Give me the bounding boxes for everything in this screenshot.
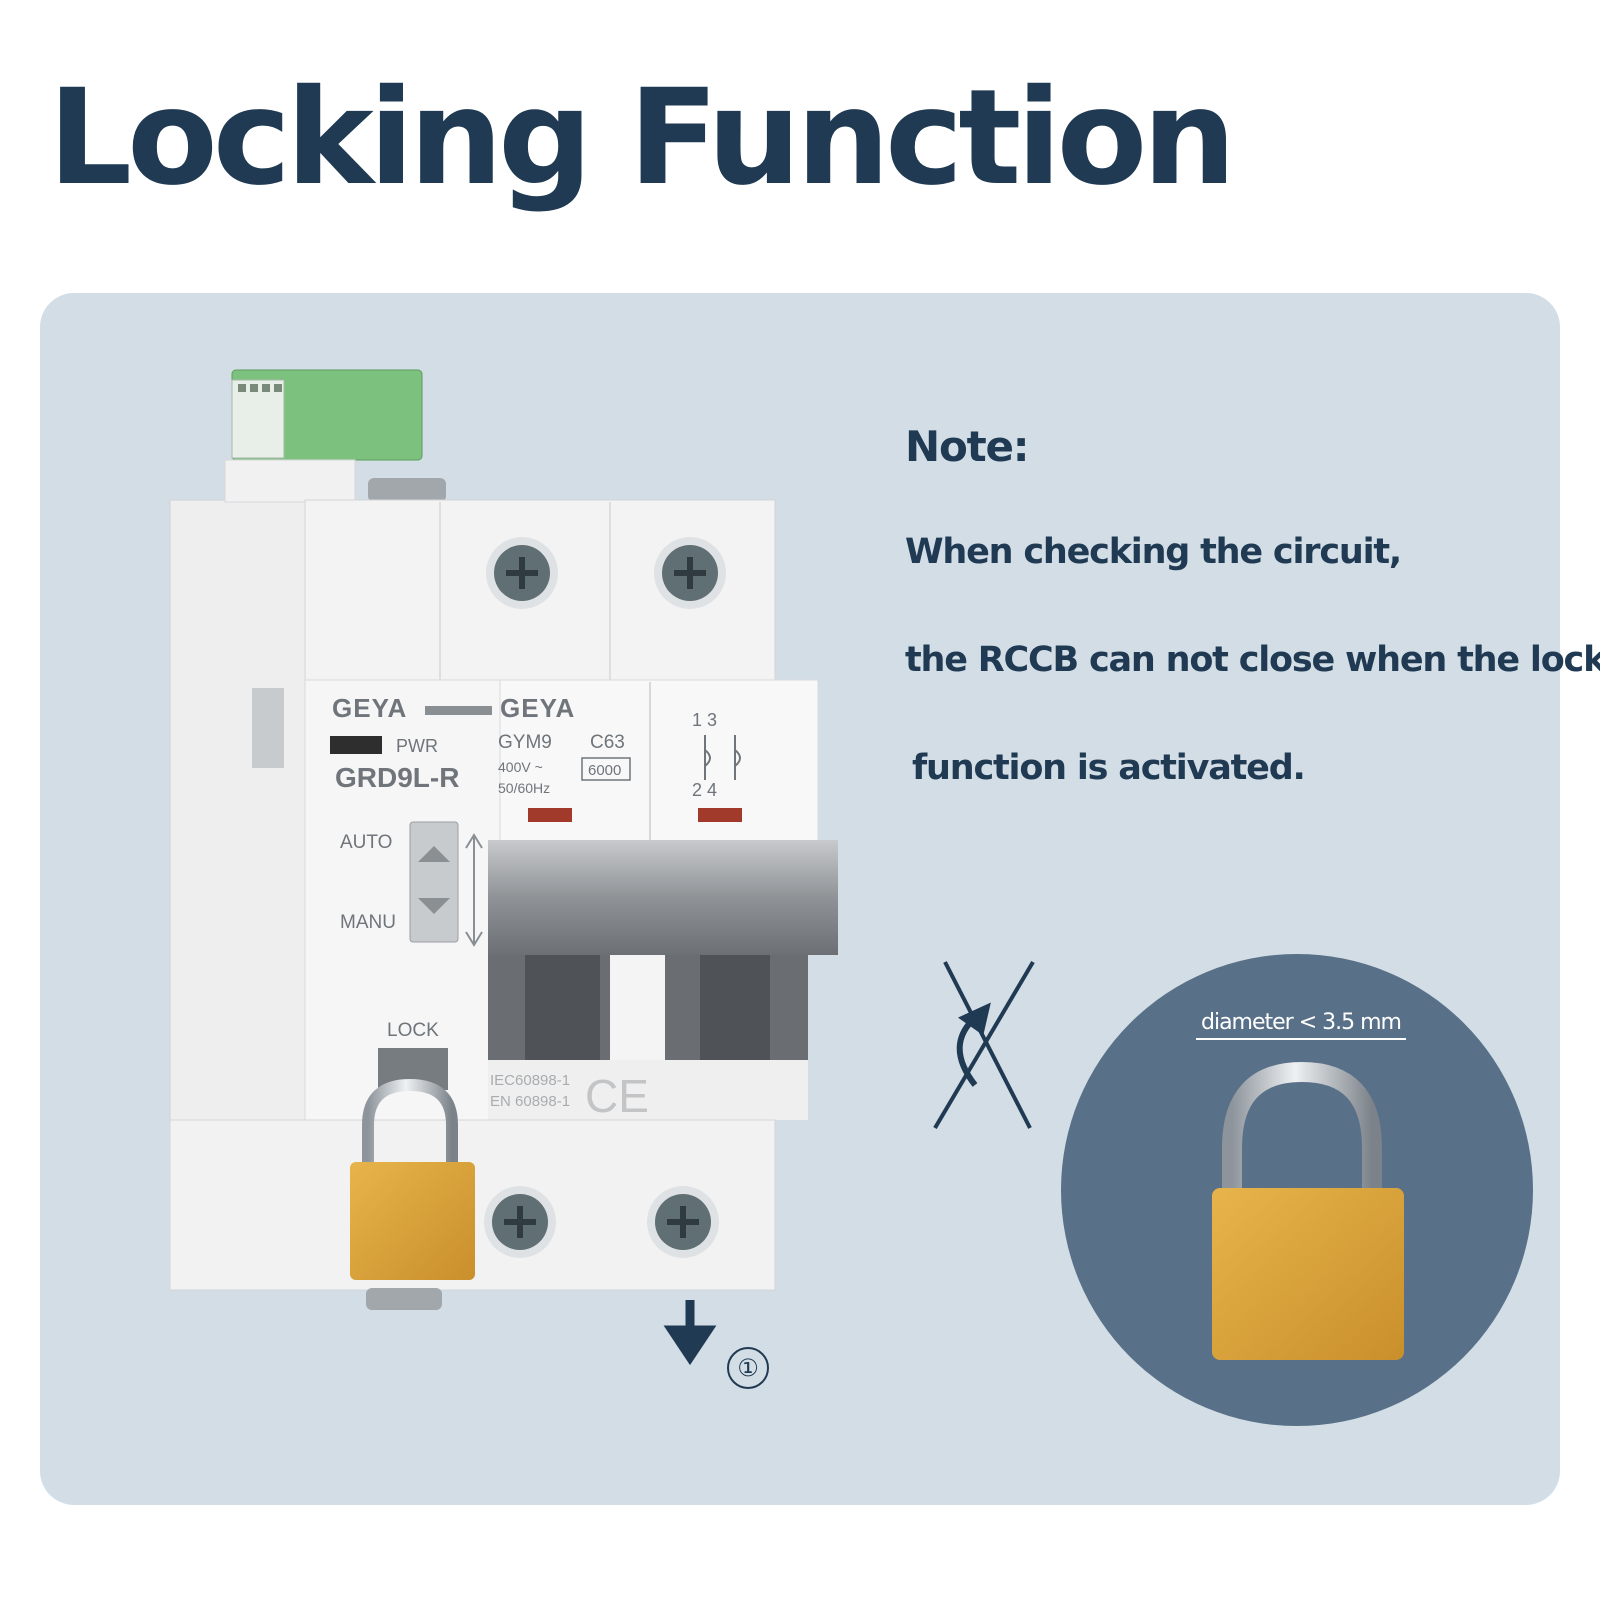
right-model-label: GYM9 [498,732,552,753]
lock-label: LOCK [387,1020,439,1041]
note-line-1: When checking the circuit, [905,532,1402,572]
brand-label-right: GEYA [500,693,575,723]
ce-mark: CE [585,1070,649,1122]
circuit-breaker-image: GEYA GEYA PWR GRD9L-R GYM9 C63 400V ~ 60… [169,369,838,1310]
frequency-label: 50/60Hz [498,780,550,796]
standard-label-2: EN 60898-1 [490,1093,570,1110]
no-rotate-icon [933,960,1035,1130]
large-padlock-body [1212,1188,1404,1360]
standard-label-1: IEC60898-1 [490,1072,570,1089]
note-line-3: function is activated. [912,748,1306,788]
padlock-diameter-label: diameter < 3.5 mm [1196,1010,1406,1040]
pwr-label: PWR [396,736,438,756]
voltage-label: 400V ~ [498,759,543,775]
large-padlock-shackle [1222,1061,1382,1195]
toggle-handle [488,840,838,955]
brand-label-left: GEYA [332,693,407,723]
curve-label: C63 [590,732,625,753]
note-heading: Note: [905,422,1030,471]
terminals-bottom-label: 2 4 [692,780,717,800]
small-padlock-shackle [362,1078,458,1170]
manu-label: MANU [340,912,396,933]
small-padlock-body [350,1162,475,1280]
auto-label: AUTO [340,832,392,853]
note-line-2: the RCCB can not close when the lock [905,640,1600,680]
trip-indicator-2 [698,808,742,822]
pwr-indicator [330,736,382,754]
down-arrow-icon [663,1300,717,1366]
page-title: Locking Function [48,61,1236,215]
left-module-housing [169,499,319,1201]
step-number-marker: ① [727,1347,769,1389]
terminals-top-label: 1 3 [692,710,717,730]
breaking-capacity-label: 6000 [588,762,621,779]
trip-indicator-1 [528,808,572,822]
auto-manu-selector [409,821,459,943]
left-model-label: GRD9L-R [335,762,459,793]
